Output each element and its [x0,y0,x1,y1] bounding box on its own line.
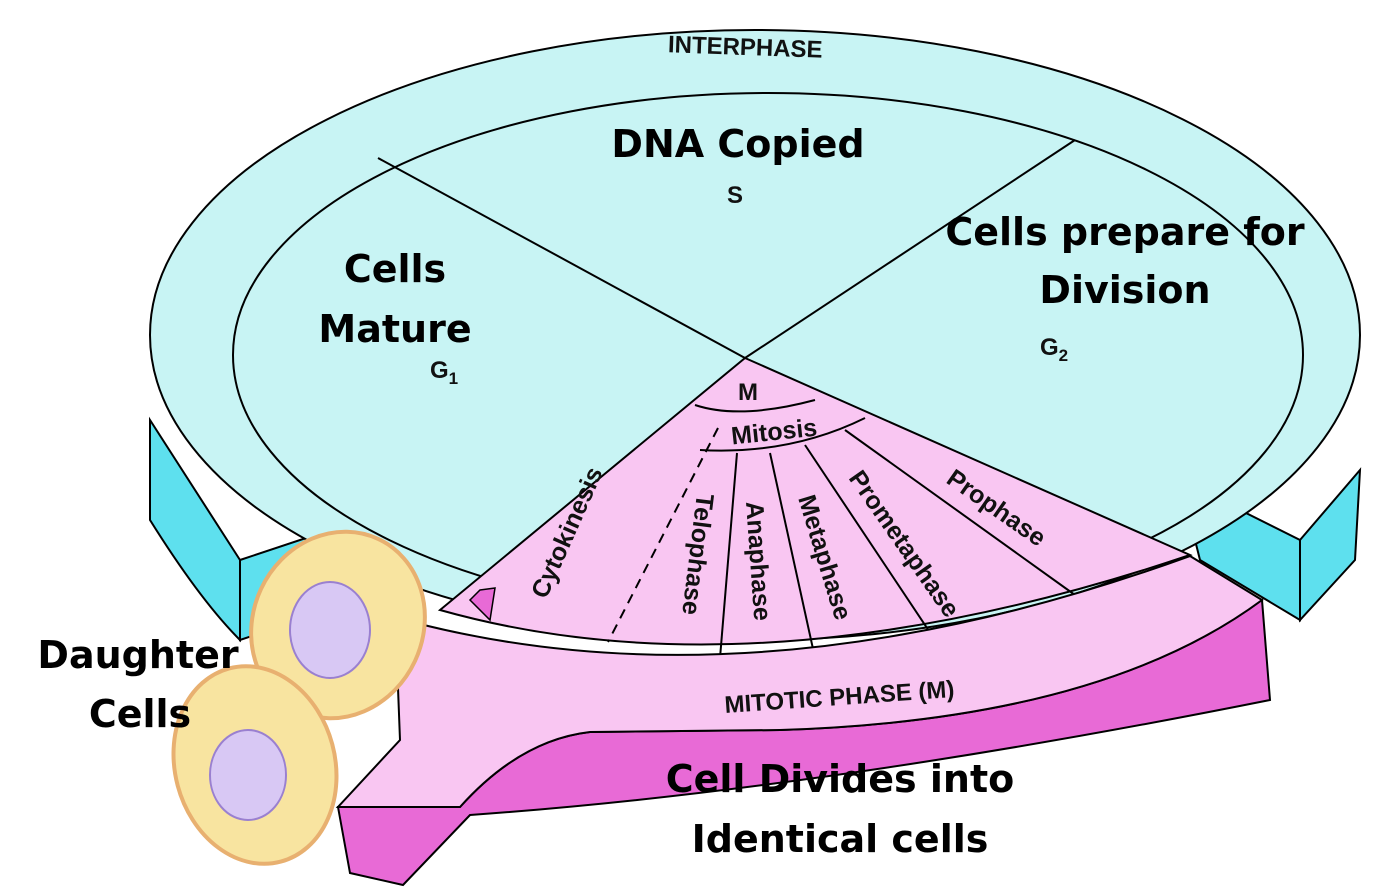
daughter-line2: Cells [89,692,191,736]
daughter-cell-1 [249,529,427,721]
g2-caption-line1: Cells prepare for [945,210,1304,254]
mitosis-arc [699,417,866,452]
g1-caption-line1: Cells [344,247,446,291]
s-label: S [727,182,743,209]
daughter-cell-2 [171,664,339,866]
arrow-barb [468,587,496,622]
divider-g1-s [377,157,746,359]
mitotic-sector [437,356,1193,646]
divider-s-g2 [744,139,1076,359]
mitotic-arrow-top [335,554,1264,808]
g1-label: G1 [430,357,458,388]
m-label: M [738,379,758,406]
s-caption: DNA Copied [611,122,864,166]
interphase-label: INTERPHASE [667,31,823,63]
stage-dividers [607,427,1076,659]
g2-label: G2 [1040,334,1068,365]
divide-line2: Identical cells [692,817,989,861]
daughter-line1: Daughter [37,633,238,677]
g1-caption-line2: Mature [318,307,471,351]
m-arc [694,399,816,413]
divide-line1: Cell Divides into [666,757,1014,801]
g2-caption-line2: Division [1039,268,1210,312]
